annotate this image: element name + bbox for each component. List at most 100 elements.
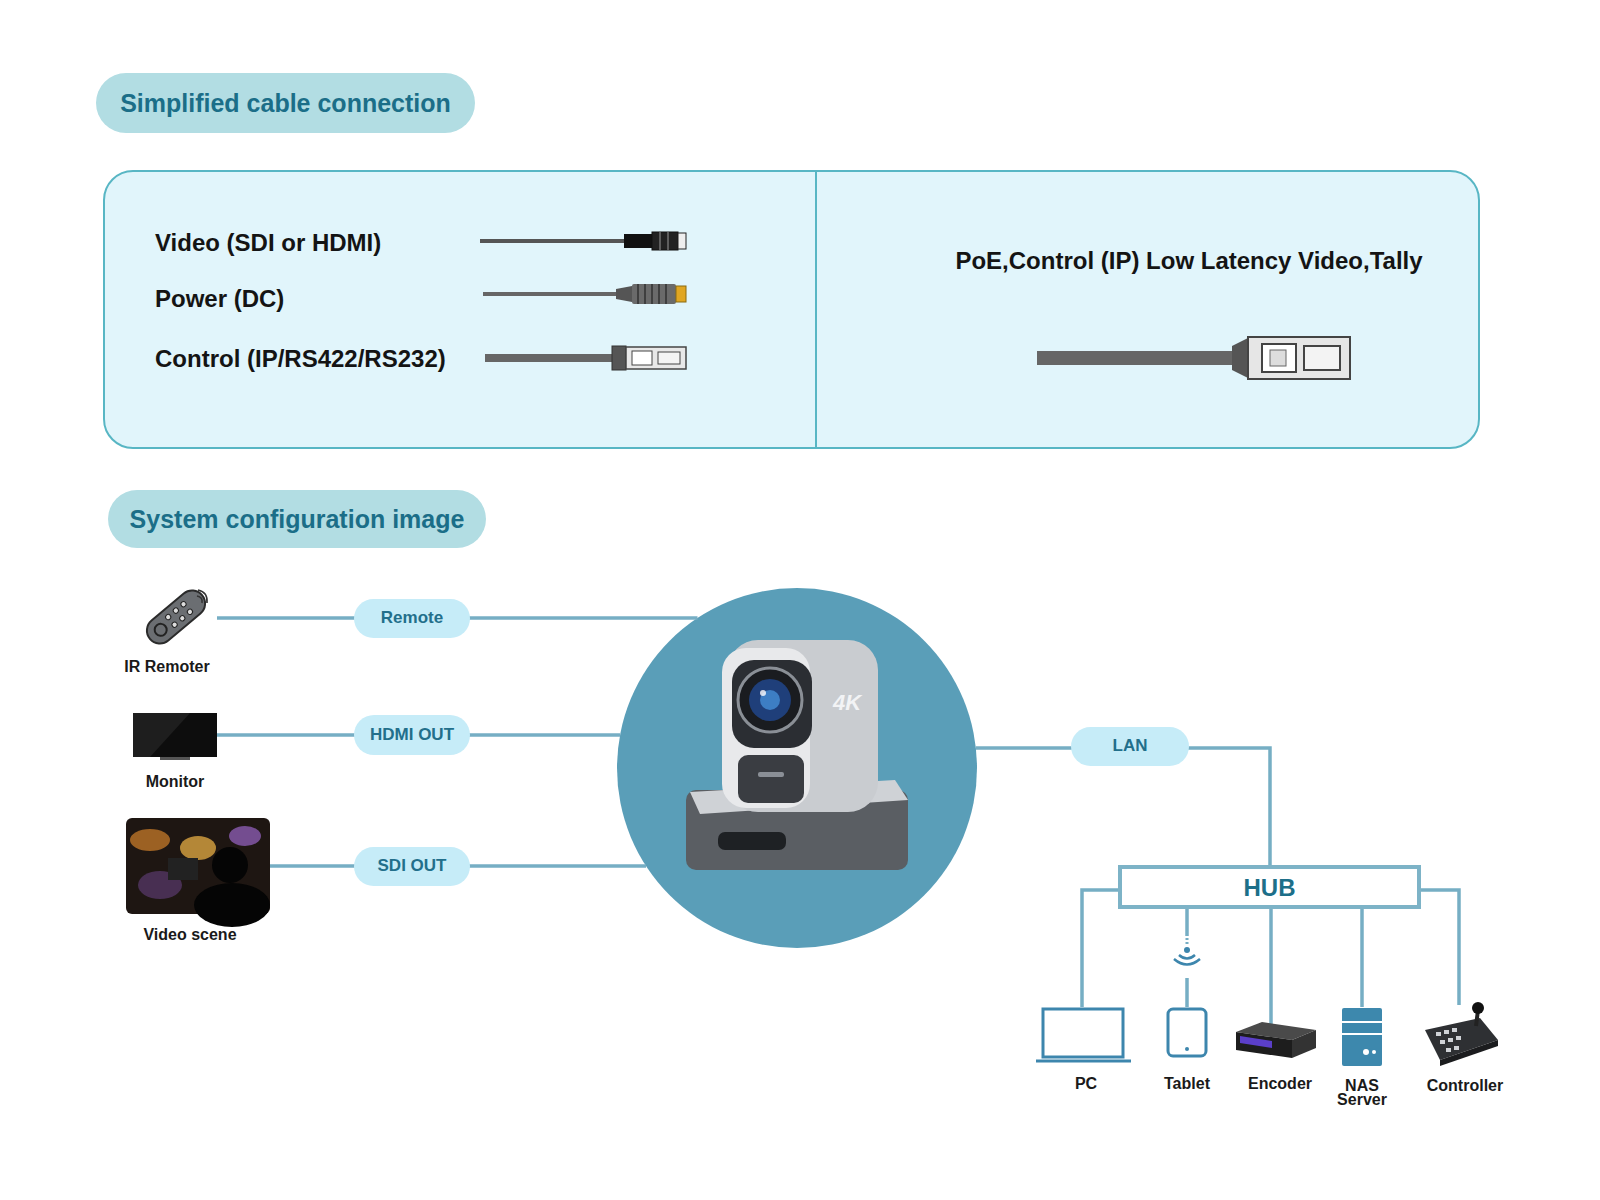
edge-label-pill: HDMI OUT — [354, 715, 470, 755]
wifi-dot — [1184, 947, 1190, 953]
connector-rib — [658, 284, 660, 304]
connector-rib — [651, 284, 653, 304]
controller-front — [1440, 1040, 1498, 1066]
connector-boot — [612, 346, 626, 370]
wifi-arc — [1179, 955, 1195, 959]
controller-key — [1454, 1046, 1459, 1050]
connector-rib — [660, 232, 661, 250]
cable-line — [1037, 351, 1240, 365]
connector-line — [1421, 890, 1459, 1005]
device-node: IR Remoter — [117, 580, 217, 678]
camera-body — [728, 640, 878, 812]
connector-line — [1185, 909, 1189, 1007]
edge-label-pill: Remote — [354, 599, 470, 638]
camera-lower-face — [738, 755, 804, 803]
node-label: Video (SDI or HDMI) — [155, 228, 381, 257]
controller-key — [1444, 1030, 1449, 1034]
remote-button — [180, 601, 187, 608]
tablet-body — [1168, 1009, 1206, 1056]
camera-base — [686, 790, 908, 870]
connector-line — [1269, 909, 1273, 1024]
controller-key — [1446, 1048, 1451, 1052]
stage-light — [180, 836, 216, 860]
section-heading-pill: System configuration image — [108, 490, 486, 548]
encoder-icon — [1236, 1022, 1316, 1058]
remote-button — [179, 615, 186, 622]
circle-outline — [617, 588, 977, 948]
rj45-contacts — [658, 352, 680, 364]
device-node: Encoder — [1230, 1024, 1330, 1095]
tablet-icon — [1168, 1009, 1206, 1056]
stage-light — [138, 871, 182, 899]
device-node: PC — [1030, 1007, 1142, 1095]
node-label: Monitor — [113, 772, 237, 791]
poe-cable — [1037, 337, 1350, 379]
lens-glass — [749, 679, 791, 721]
video-scene-photo — [126, 818, 270, 927]
node-label: Video scene — [110, 925, 270, 944]
wire-gap — [1179, 936, 1195, 978]
remote-button — [186, 608, 193, 615]
lens-ring — [738, 668, 802, 732]
connector-rib — [644, 284, 646, 304]
encoder-side — [1292, 1030, 1316, 1058]
rj45-tab — [1270, 350, 1286, 366]
remote-body-group — [142, 585, 211, 649]
node-label: Power (DC) — [155, 284, 284, 313]
remote-button — [165, 613, 172, 620]
monitor-stand — [160, 757, 190, 760]
encoder-top — [1236, 1022, 1316, 1040]
stage-light — [130, 829, 170, 851]
controller-key — [1440, 1040, 1445, 1044]
connector-tip — [676, 286, 686, 302]
node-label: Control (IP/RS422/RS232) — [155, 344, 446, 373]
joystick-knob — [1472, 1002, 1484, 1014]
lens-panel — [732, 660, 812, 748]
edge-label-pill: LAN — [1071, 727, 1189, 766]
camera-front — [722, 648, 810, 808]
connector-rib — [637, 284, 639, 304]
monitor-screen — [133, 713, 217, 757]
controller-key — [1448, 1038, 1453, 1042]
cable-line — [480, 239, 628, 243]
nas-led — [1372, 1050, 1376, 1054]
person-silhouette — [194, 883, 270, 927]
controller-icon — [1425, 1002, 1498, 1066]
controller-key — [1456, 1036, 1461, 1040]
device-node: NAS Server — [1322, 1007, 1402, 1107]
connector-body — [652, 232, 678, 250]
controller-key — [1452, 1028, 1457, 1032]
ir-signal — [197, 596, 202, 603]
connector-boot — [616, 286, 632, 302]
camera-circle: 4K — [617, 588, 977, 948]
remote-button — [172, 607, 179, 614]
ir-signal — [198, 590, 207, 603]
base-top — [690, 780, 908, 814]
rj45-contacts — [1304, 346, 1340, 370]
remote-button — [171, 621, 178, 628]
wifi-symbol — [1174, 936, 1200, 978]
controller-key — [1436, 1032, 1441, 1036]
connector-line — [1360, 909, 1364, 1007]
lens-center — [760, 690, 780, 710]
monitor-icon — [133, 713, 217, 760]
control-cable — [485, 346, 686, 370]
node-label: IR Remoter — [117, 657, 217, 676]
node-label: PC — [1030, 1074, 1142, 1093]
connector-line — [1082, 890, 1118, 1007]
connector-tip — [678, 233, 686, 249]
node-label: Simplified cable connection — [120, 88, 451, 118]
nas-body — [1342, 1008, 1382, 1066]
lens-highlight — [760, 690, 766, 696]
camera-logo — [758, 772, 784, 777]
node-label: 4K — [822, 690, 872, 716]
remote-body — [142, 585, 211, 649]
camera-circle-shape — [617, 588, 977, 948]
section-heading-pill: Simplified cable connection — [96, 73, 475, 133]
node-label: System configuration image — [130, 504, 465, 534]
rj45-latch — [1262, 344, 1296, 372]
wifi-arc — [1174, 959, 1200, 965]
